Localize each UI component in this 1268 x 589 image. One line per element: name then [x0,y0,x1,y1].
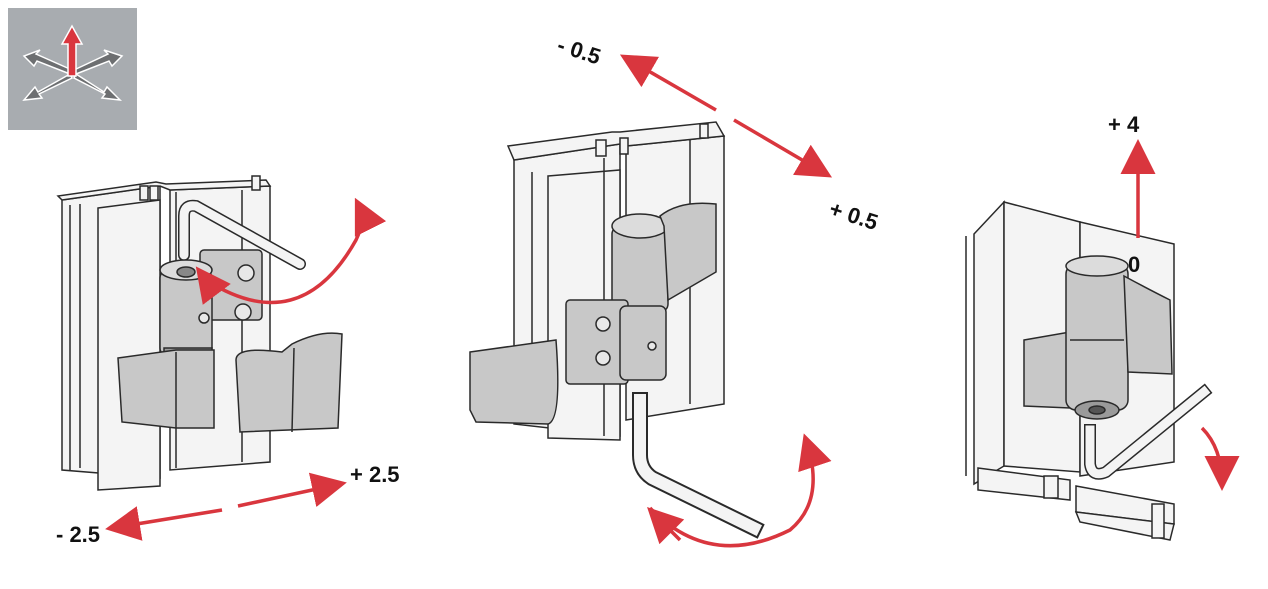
horizontal-plus-label: + 2.5 [350,462,400,487]
right-hinge-assembly [965,200,1213,541]
left-rotation-arrow-tail [195,266,231,305]
right-rotation-arrow [1200,426,1240,491]
horizontal-minus-arrow [105,506,223,541]
middle-rotation-arrow [648,433,832,548]
left-rotation-arrow [205,197,387,305]
left-hinge-assembly [56,175,343,491]
horizontal-minus-label: - 2.5 [56,522,101,547]
middle-hex-key [632,392,765,539]
left-hex-key [178,199,306,270]
height-plus-label: + 4 [1108,112,1140,137]
compression-minus-arrow [619,54,717,112]
height-zero-label: 0 [1128,252,1141,277]
horizontal-plus-arrow [237,472,347,508]
right-hinge-body [1023,255,1173,420]
middle-hinge-body [469,202,717,425]
adjustment-arrows [105,54,1240,548]
3d-axes-icon [8,8,137,130]
right-hex-key [1084,383,1213,480]
middle-rotation-arrow-tail [647,507,685,545]
compression-plus-arrow [733,118,833,178]
middle-hinge-assembly [469,121,765,539]
